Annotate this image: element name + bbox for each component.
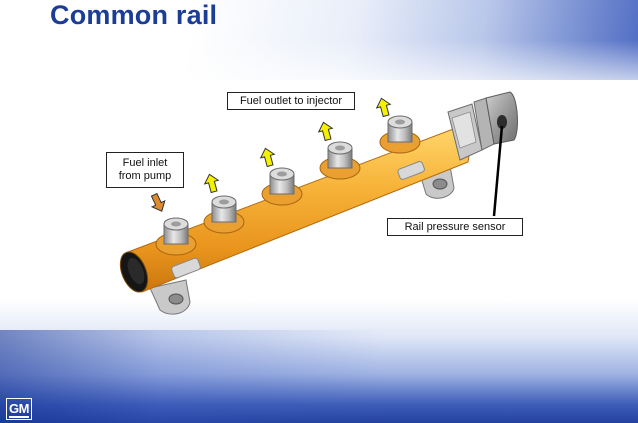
rail-side-boss-right [397, 161, 425, 180]
gm-logo-text: GM [9, 401, 29, 416]
rail-pressure-sensor-label: Rail pressure sensor [387, 218, 523, 236]
fuel-inlet-label: Fuel inlet from pump [106, 152, 184, 188]
arrow-down-icon [150, 192, 166, 212]
bottom-left-gradient [0, 330, 638, 423]
fuel-inlet-label-line1: Fuel inlet [122, 157, 168, 169]
fuel-inlet-label-line2: from pump [118, 170, 172, 182]
arrow-up-icon [317, 121, 334, 142]
outlet-port-5 [379, 115, 421, 154]
outlet-port-3 [261, 167, 303, 206]
arrow-up-icon [203, 173, 220, 194]
fuel-outlet-label-text: Fuel outlet to injector [239, 95, 343, 107]
sensor-pointer-line [492, 125, 504, 217]
outlet-port-1 [155, 217, 197, 256]
gm-logo-icon: GM [6, 398, 32, 420]
arrow-up-icon [259, 147, 276, 168]
outlet-port-2 [203, 195, 245, 234]
mount-bracket-left [149, 279, 191, 315]
rail-pressure-sensor [447, 91, 518, 161]
rail-side-boss-left [171, 257, 201, 279]
fuel-outlet-label: Fuel outlet to injector [227, 92, 355, 110]
rail-pressure-sensor-label-text: Rail pressure sensor [404, 221, 506, 233]
arrow-up-icon [375, 97, 392, 118]
top-gradient-fade [0, 40, 638, 100]
gm-logo-underline [9, 416, 29, 418]
outlet-port-4 [319, 141, 361, 180]
slide-title: Common rail [50, 0, 218, 30]
